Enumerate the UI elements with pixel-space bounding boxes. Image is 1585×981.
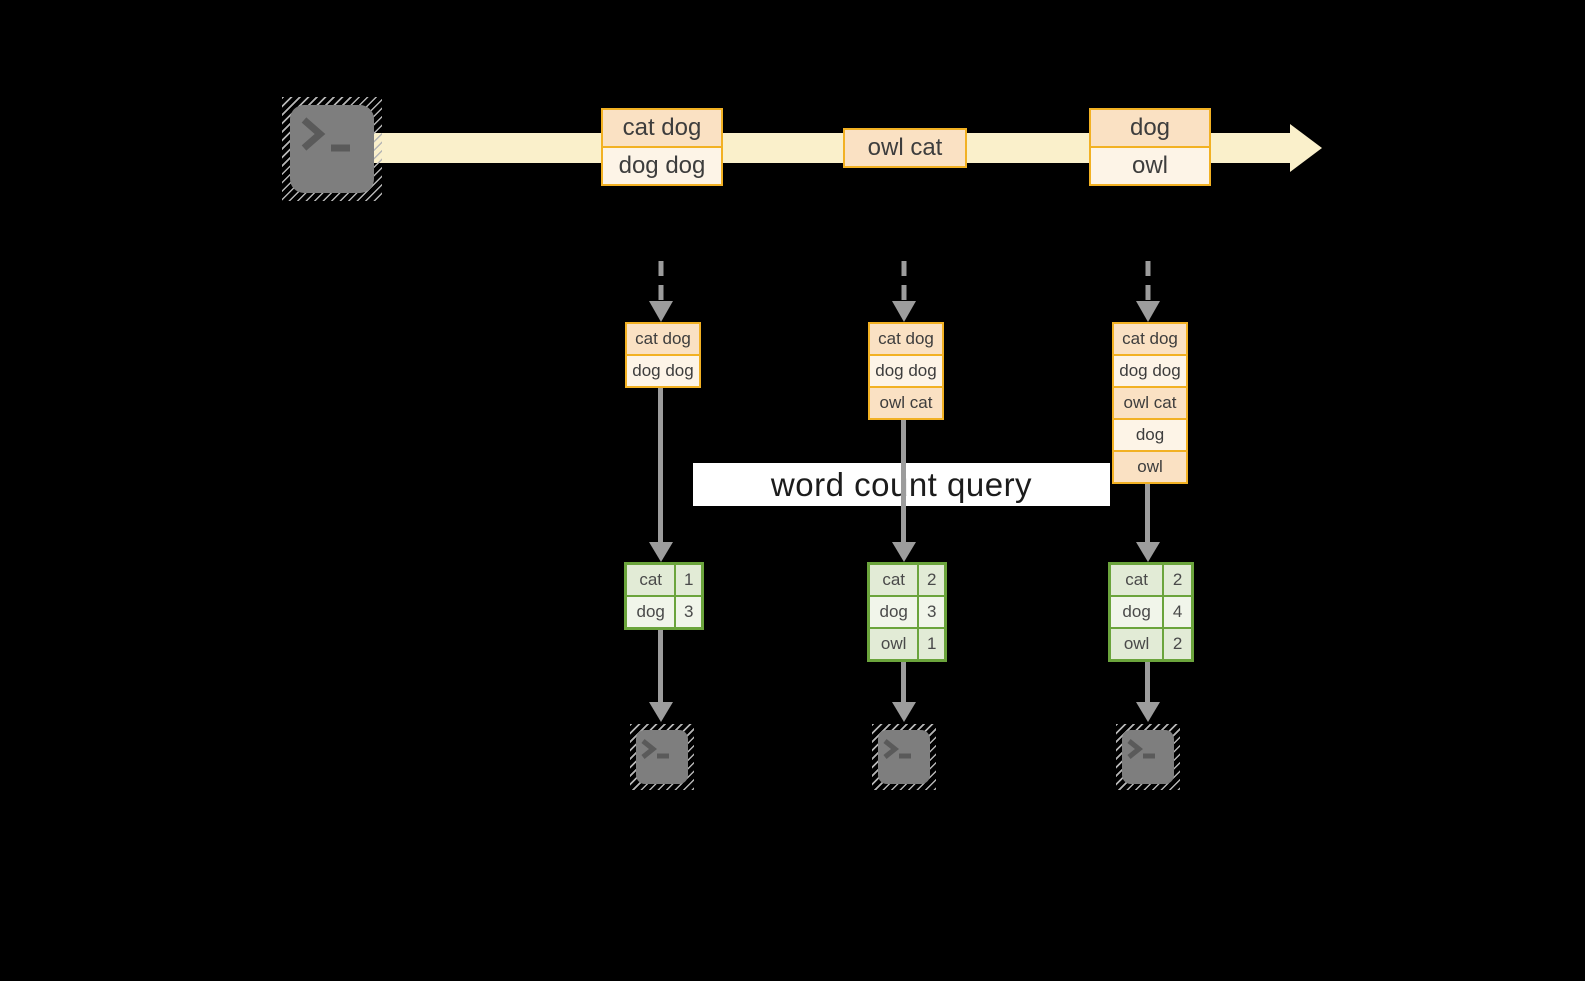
buffer-row: dog dog — [870, 354, 942, 386]
buffer-row: dog — [1114, 418, 1186, 450]
flow-line — [1145, 484, 1150, 542]
buffer-row: cat dog — [1114, 324, 1186, 354]
event-line: owl cat — [845, 130, 965, 166]
table-row: dog 3 — [870, 595, 944, 627]
buffer-stack-3: cat dog dog dog owl cat dog owl — [1112, 322, 1188, 484]
sink-terminal-icon — [630, 724, 694, 790]
table-row: owl 1 — [870, 627, 944, 659]
buffer-row: dog dog — [627, 354, 699, 386]
buffer-row: cat dog — [627, 324, 699, 354]
word-cell: cat — [627, 565, 677, 595]
count-cell: 3 — [919, 597, 944, 627]
buffer-stack-1: cat dog dog dog — [625, 322, 701, 388]
event-line: dog — [1091, 110, 1209, 146]
table-row: cat 1 — [627, 565, 701, 595]
dashed-arrow-icon — [649, 261, 673, 322]
count-cell: 4 — [1164, 597, 1191, 627]
terminal-icon-body — [878, 730, 930, 784]
timeline-event-3: dog owl — [1089, 108, 1211, 186]
word-cell: owl — [870, 629, 920, 659]
word-count-table-1: cat 1 dog 3 — [624, 562, 704, 630]
count-cell: 3 — [676, 597, 701, 627]
word-cell: cat — [1111, 565, 1165, 595]
stream-timeline-arrowhead-icon — [1290, 124, 1322, 172]
terminal-prompt-icon — [883, 739, 911, 759]
word-count-table-2: cat 2 dog 3 owl 1 — [867, 562, 947, 662]
flow-arrowhead-icon — [1136, 702, 1160, 722]
event-line: cat dog — [603, 110, 721, 146]
buffer-row: owl — [1114, 450, 1186, 482]
flow-line — [1145, 660, 1150, 702]
flow-line — [901, 660, 906, 702]
buffer-row: cat dog — [870, 324, 942, 354]
flow-arrowhead-icon — [1136, 542, 1160, 562]
sink-terminal-icon — [1116, 724, 1180, 790]
terminal-prompt-icon — [641, 739, 669, 759]
flow-line — [658, 388, 663, 542]
flow-line — [901, 420, 906, 542]
buffer-row: owl cat — [870, 386, 942, 418]
timeline-event-1: cat dog dog dog — [601, 108, 723, 186]
terminal-icon-body — [636, 730, 688, 784]
source-terminal-icon — [282, 97, 382, 201]
word-cell: dog — [870, 597, 920, 627]
flow-line — [658, 630, 663, 702]
flow-arrowhead-icon — [892, 542, 916, 562]
count-cell: 2 — [1164, 629, 1191, 659]
buffer-row: dog dog — [1114, 354, 1186, 386]
table-row: owl 2 — [1111, 627, 1191, 659]
count-cell: 2 — [919, 565, 944, 595]
count-cell: 1 — [676, 565, 701, 595]
terminal-prompt-icon — [1127, 739, 1155, 759]
word-cell: owl — [1111, 629, 1165, 659]
count-cell: 2 — [1164, 565, 1191, 595]
table-row: dog 4 — [1111, 595, 1191, 627]
count-cell: 1 — [919, 629, 944, 659]
terminal-icon-body — [1122, 730, 1174, 784]
flow-arrowhead-icon — [649, 702, 673, 722]
dashed-arrow-icon — [892, 261, 916, 322]
event-line: dog dog — [603, 146, 721, 184]
event-line: owl — [1091, 146, 1209, 184]
word-cell: dog — [627, 597, 677, 627]
word-count-table-3: cat 2 dog 4 owl 2 — [1108, 562, 1194, 662]
flow-arrowhead-icon — [649, 542, 673, 562]
dashed-arrow-icon — [1136, 261, 1160, 322]
table-row: cat 2 — [1111, 565, 1191, 595]
buffer-stack-2: cat dog dog dog owl cat — [868, 322, 944, 420]
table-row: cat 2 — [870, 565, 944, 595]
sink-terminal-icon — [872, 724, 936, 790]
terminal-icon-body — [290, 105, 374, 193]
flow-arrowhead-icon — [892, 702, 916, 722]
table-row: dog 3 — [627, 595, 701, 627]
buffer-row: owl cat — [1114, 386, 1186, 418]
timeline-event-2: owl cat — [843, 128, 967, 168]
word-cell: cat — [870, 565, 920, 595]
word-cell: dog — [1111, 597, 1165, 627]
terminal-prompt-icon — [301, 117, 350, 152]
